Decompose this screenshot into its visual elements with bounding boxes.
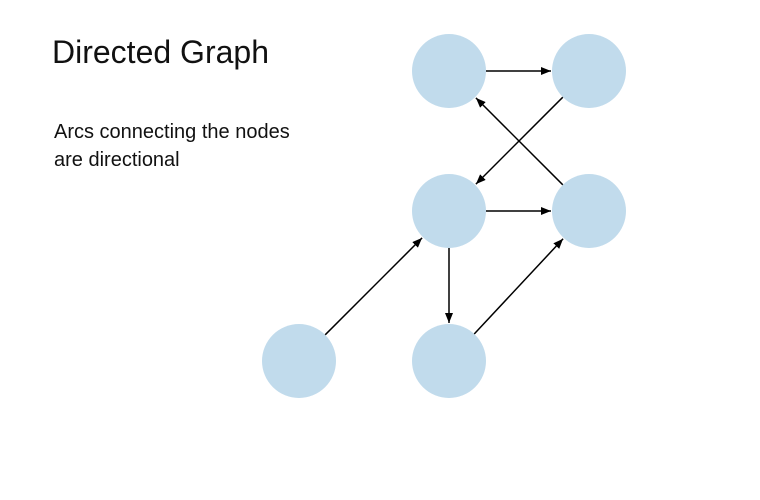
description-line-2: are directional [54,149,180,171]
description: Arcs connecting the nodes are directiona… [54,118,290,174]
nodes-layer [262,34,626,398]
node-n4 [552,174,626,248]
edge-n4-to-n1 [475,97,564,186]
page-title: Directed Graph [52,34,269,70]
node-n3 [412,174,486,248]
edge-n6-to-n4 [473,238,564,335]
node-n5 [262,324,336,398]
node-n2 [552,34,626,108]
node-n1 [412,34,486,108]
node-n6 [412,324,486,398]
edge-n5-to-n3 [324,237,423,336]
edges-layer [324,67,564,336]
description-line-1: Arcs connecting the nodes [54,121,290,143]
